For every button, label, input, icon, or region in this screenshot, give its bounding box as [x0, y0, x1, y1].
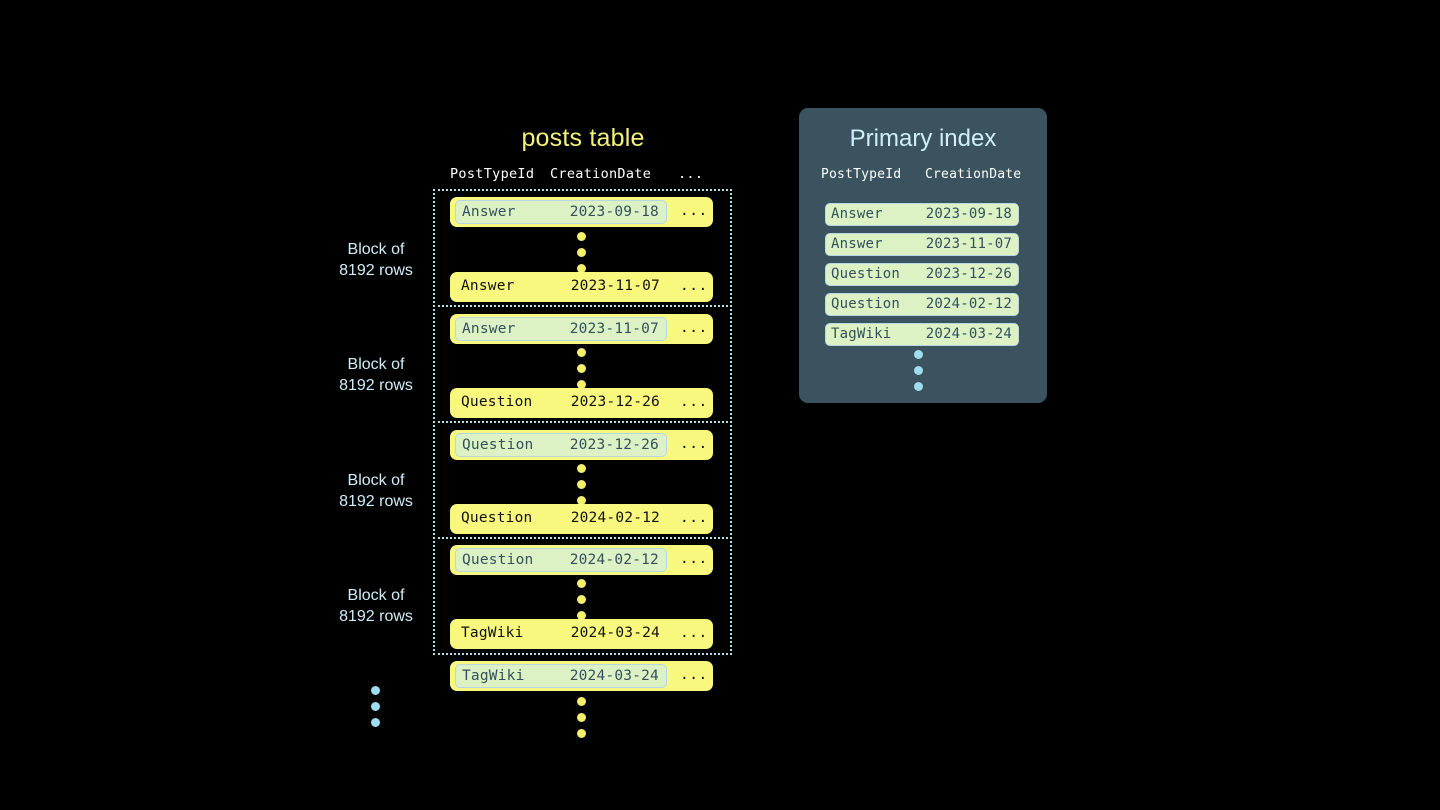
- index-row: Question 2023-12-26: [825, 263, 1019, 286]
- cell-creationdate: 2023-11-07: [925, 236, 1012, 252]
- primary-index-title: Primary index: [849, 125, 997, 152]
- block-label-4: Block of 8192 rows: [339, 587, 413, 625]
- cell-posttypeid: TagWiki: [461, 625, 524, 641]
- cell-creationdate: 2024-02-12: [569, 552, 659, 568]
- row-highlight-pill: Question 2024-02-12: [455, 548, 667, 572]
- cell-creationdate: 2023-12-26: [925, 266, 1012, 282]
- primary-index-panel: Primary index PostTypeId CreationDate An…: [799, 108, 1047, 403]
- cell-more: ...: [680, 278, 708, 294]
- table-row: Answer 2023-09-18 ...: [450, 197, 713, 227]
- block-box-4: [433, 537, 732, 655]
- table-row: Question 2024-02-12 ...: [450, 545, 713, 575]
- cell-more: ...: [680, 667, 708, 683]
- cell-creationdate: 2024-02-12: [570, 510, 660, 526]
- table-row: Question 2024-02-12 ...: [450, 504, 713, 534]
- cell-more: ...: [680, 510, 708, 526]
- cell-more: ...: [680, 203, 708, 219]
- cell-creationdate: 2024-03-24: [569, 668, 659, 684]
- row-highlight-pill: TagWiki 2024-03-24: [455, 664, 667, 688]
- row-highlight-pill: Answer 2023-09-18: [455, 200, 667, 224]
- index-row: TagWiki 2024-03-24: [825, 323, 1019, 346]
- column-header-creationdate: CreationDate: [925, 167, 1022, 182]
- block-label-3: Block of 8192 rows: [339, 472, 413, 510]
- row-ellipsis: [577, 579, 586, 620]
- cell-creationdate: 2023-09-18: [569, 204, 659, 220]
- posts-table-column-headers: PostTypeId CreationDate ...: [450, 166, 715, 186]
- cell-posttypeid: Answer: [461, 278, 515, 294]
- cell-creationdate: 2023-11-07: [570, 278, 660, 294]
- column-header-posttypeid: PostTypeId: [821, 167, 902, 182]
- cell-posttypeid: Answer: [831, 236, 883, 252]
- row-ellipsis: [577, 348, 586, 389]
- cell-posttypeid: TagWiki: [831, 326, 892, 342]
- row-cells: Answer 2023-11-07: [455, 275, 667, 299]
- cell-posttypeid: Question: [831, 266, 901, 282]
- index-ellipsis: [914, 350, 923, 391]
- cell-posttypeid: Question: [831, 296, 901, 312]
- table-row-trailing: TagWiki 2024-03-24 ...: [450, 661, 713, 691]
- cell-posttypeid: Question: [461, 394, 533, 410]
- block-label-1: Block of 8192 rows: [339, 241, 413, 279]
- cell-posttypeid: Answer: [462, 204, 516, 220]
- blocks-bottom-ellipsis: [371, 686, 380, 727]
- posts-table-title: posts table: [521, 124, 645, 152]
- table-row: Answer 2023-11-07 ...: [450, 314, 713, 344]
- cell-creationdate: 2024-03-24: [925, 326, 1012, 342]
- primary-index-column-headers: PostTypeId CreationDate: [821, 167, 1031, 187]
- index-row: Question 2024-02-12: [825, 293, 1019, 316]
- column-header-posttypeid: PostTypeId: [450, 166, 535, 182]
- cell-posttypeid: Answer: [462, 321, 516, 337]
- block-label-2: Block of 8192 rows: [339, 356, 413, 394]
- row-cells: TagWiki 2024-03-24: [455, 622, 667, 646]
- column-header-more: ...: [678, 166, 704, 182]
- row-ellipsis: [577, 232, 586, 273]
- cell-creationdate: 2024-02-12: [925, 296, 1012, 312]
- cell-more: ...: [680, 551, 708, 567]
- cell-posttypeid: Answer: [831, 206, 883, 222]
- table-row: Answer 2023-11-07 ...: [450, 272, 713, 302]
- table-row: Question 2023-12-26 ...: [450, 430, 713, 460]
- cell-posttypeid: Question: [462, 552, 534, 568]
- cell-more: ...: [680, 320, 708, 336]
- row-highlight-pill: Answer 2023-11-07: [455, 317, 667, 341]
- cell-posttypeid: TagWiki: [462, 668, 525, 684]
- cell-posttypeid: Question: [462, 437, 534, 453]
- row-cells: Question 2024-02-12: [455, 507, 667, 531]
- cell-posttypeid: Question: [461, 510, 533, 526]
- column-header-creationdate: CreationDate: [550, 166, 652, 182]
- cell-creationdate: 2023-11-07: [569, 321, 659, 337]
- table-row: TagWiki 2024-03-24 ...: [450, 619, 713, 649]
- row-highlight-pill: Question 2023-12-26: [455, 433, 667, 457]
- cell-creationdate: 2024-03-24: [570, 625, 660, 641]
- table-bottom-ellipsis: [577, 697, 586, 738]
- cell-creationdate: 2023-12-26: [570, 394, 660, 410]
- index-row: Answer 2023-09-18: [825, 203, 1019, 226]
- row-ellipsis: [577, 464, 586, 505]
- index-row: Answer 2023-11-07: [825, 233, 1019, 256]
- cell-more: ...: [680, 394, 708, 410]
- row-cells: Question 2023-12-26: [455, 391, 667, 415]
- table-row: Question 2023-12-26 ...: [450, 388, 713, 418]
- cell-more: ...: [680, 625, 708, 641]
- cell-creationdate: 2023-09-18: [925, 206, 1012, 222]
- cell-creationdate: 2023-12-26: [569, 437, 659, 453]
- cell-more: ...: [680, 436, 708, 452]
